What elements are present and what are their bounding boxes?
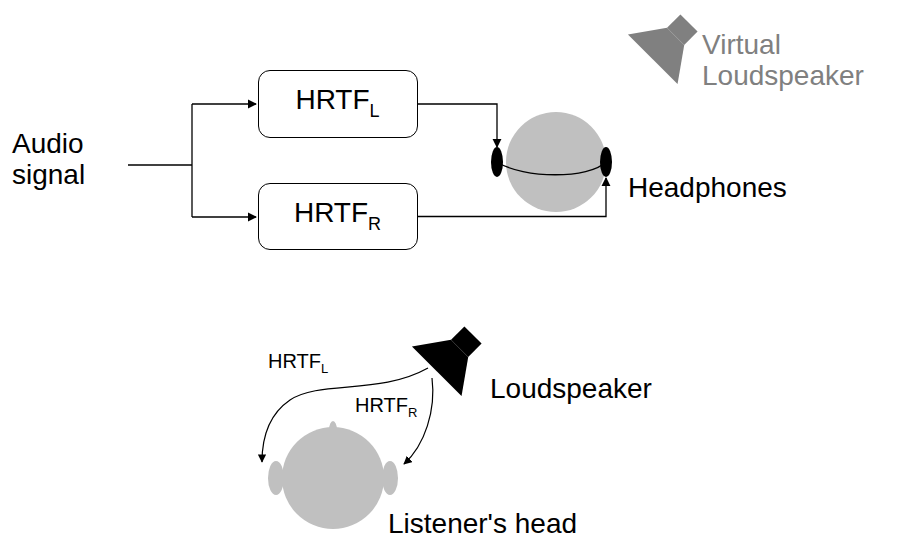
- headphones-head: Headphones: [489, 147, 614, 178]
- subscript: R: [408, 406, 417, 421]
- device-label: Headphones: [628, 173, 787, 204]
- subscript: L: [370, 102, 380, 122]
- speaker-icon: [412, 310, 498, 396]
- box-label: HRTF: [295, 85, 369, 116]
- virtual-speaker-label: Virtual Loudspeaker: [702, 29, 902, 92]
- signal-connector: [418, 104, 497, 147]
- input-label: Audio signal: [12, 128, 127, 191]
- subscript: R: [368, 215, 381, 235]
- head-figure: [489, 147, 614, 178]
- process-box: HRTFL: [258, 70, 418, 138]
- acoustic-path: [262, 368, 433, 464]
- speaker-label: Loudspeaker: [490, 373, 652, 404]
- listener-label: Listener's head: [388, 508, 577, 539]
- signal-wire: [128, 104, 256, 217]
- path-label: HRTF: [268, 350, 321, 372]
- virtual-speaker-icon: [628, 0, 714, 84]
- box-label: HRTF: [294, 198, 368, 229]
- subscript: L: [321, 362, 328, 377]
- path-label: HRTF: [355, 394, 408, 416]
- listener-head: [268, 421, 398, 529]
- process-box: HRTFR: [258, 183, 418, 250]
